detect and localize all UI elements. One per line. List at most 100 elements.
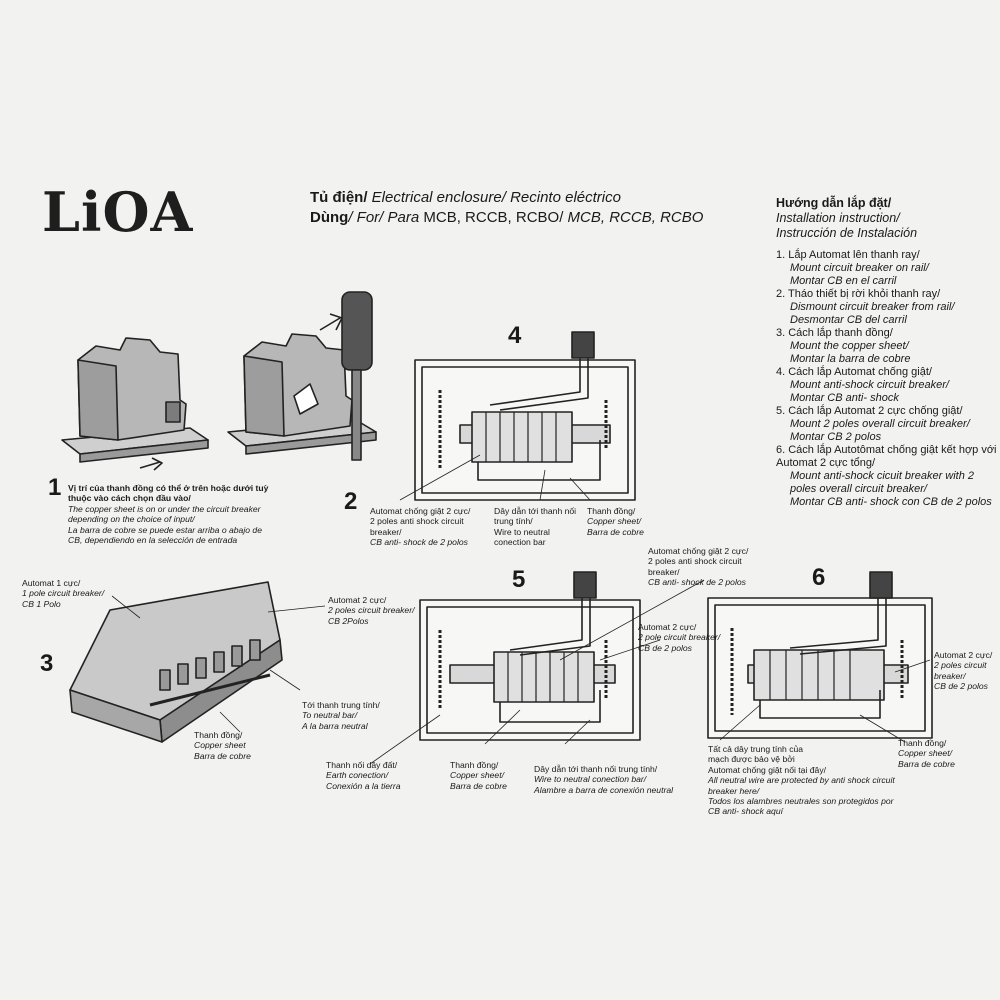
figure-number-6: 6 (812, 564, 826, 591)
label-vi-2: mạch được bảo vệ bởi (708, 754, 795, 765)
label-vi: Dây dẫn tới thanh nối trung tính/ (534, 764, 658, 774)
fig1-caption: Vị trí của thanh đồng có thể ở trên hoặc… (68, 483, 278, 545)
label-es: Barra de cobre (450, 780, 507, 791)
label-en: 2 poles anti shock circuit breaker/ (370, 516, 464, 537)
label-vi: Thanh nối dây đất/ (326, 760, 398, 770)
fig6-neutral-label: Tất cả dây trung tính của mạch được bảo … (708, 744, 898, 817)
fig3-copper-label: Thanh đồng/ Copper sheet Barra de cobre (194, 730, 284, 761)
fig4-wire-label: Dây dẫn tới thanh nối trung tính/ Wire t… (494, 506, 579, 548)
fig3-cb1-label: Automat 1 cực/ 1 pole circuit breaker/ C… (22, 578, 152, 609)
label-en: Earth conection/ (326, 770, 389, 781)
label-es: Alambre a barra de conexión neutral (534, 784, 674, 795)
fig5-enclosure-illustration (419, 571, 641, 741)
fig5-wire-label: Dây dẫn tới thanh nối trung tính/ Wire t… (534, 764, 694, 795)
label-en: 2 poles circuit breaker/ (934, 660, 987, 681)
label-vi: Thanh đồng/ (587, 506, 636, 516)
title-vi: Tủ điện/ (310, 189, 368, 206)
step-en: Mount the copper sheet/ (790, 340, 909, 352)
fig1-caption-en: The copper sheet is on or under the circ… (68, 503, 261, 525)
label-es: CB de 2 polos (638, 642, 692, 653)
label-en: To neutral bar/ (302, 710, 358, 721)
fig5-cb2-label: Automat 2 cực/ 2 pole circuit breaker/ C… (638, 622, 728, 653)
instructions-title-en: Installation instruction/ (776, 211, 900, 225)
label-en: Wire to neutral conection bar/ (534, 774, 647, 785)
subtitle-tail-es: MCB, RCCB, RCBO (563, 209, 704, 226)
label-es: CB 1 Polo (22, 598, 61, 609)
fig1-caption-vi: Vị trí của thanh đồng có thể ở trên hoặc… (68, 483, 269, 504)
figure-number-1: 1 (48, 474, 62, 501)
label-en: Copper sheet (194, 740, 246, 751)
label-es: Barra de cobre (587, 526, 644, 537)
fig5-copper-label: Thanh đồng/ Copper sheet/ Barra de cobre (450, 760, 530, 791)
step-vi: 2. Tháo thiết bị rời khỏi thanh ray/ (776, 288, 941, 300)
list-item: 2. Tháo thiết bị rời khỏi thanh ray/Dism… (776, 288, 998, 327)
instructions-title-vi: Hướng dẫn lắp đặt/ (776, 196, 892, 210)
label-en: 1 pole circuit breaker/ (22, 588, 105, 599)
label-vi: Automat 1 cực/ (22, 578, 81, 588)
label-es: Barra de cobre (898, 758, 955, 769)
label-es: CB anti- shock de 2 polos (648, 577, 746, 588)
label-es: CB 2Polos (328, 615, 369, 626)
title-es: Recinto eléctrico (505, 189, 621, 206)
figure-number-2: 2 (344, 488, 358, 515)
label-vi: Automat chống giật 2 cực/ (648, 546, 749, 556)
figure-number-3: 3 (40, 650, 54, 677)
step-es: Montar CB anti- shock con CB de 2 polos (790, 496, 992, 508)
list-item: 1. Lắp Automat lên thanh ray/Mount circu… (776, 249, 998, 288)
lioa-logo: LiOA (42, 180, 194, 244)
label-es: Barra de cobre (194, 750, 251, 761)
label-vi: Dây dẫn tới thanh nối trung tính/ (494, 506, 577, 527)
label-en: All neutral wire are protected by anti s… (708, 775, 895, 796)
label-en: Copper sheet/ (587, 516, 641, 527)
label-vi-1: Tất cả dây trung tính của (708, 744, 804, 754)
label-es: A la barra neutral (302, 720, 368, 731)
step-en: Mount circuit breaker on rail/ (790, 262, 929, 274)
step-vi: 1. Lắp Automat lên thanh ray/ (776, 249, 920, 261)
step-vi: 3. Cách lắp thanh đồng/ (776, 327, 893, 339)
label-es: CB anti- shock de 2 polos (370, 537, 468, 548)
step-en: Dismount circuit breaker from rail/ (790, 301, 955, 313)
label-en: Copper sheet/ (450, 770, 504, 781)
label-en: 2 poles anti shock circuit breaker/ (648, 556, 742, 577)
fig6-cb2-label: Automat 2 cực/ 2 poles circuit breaker/ … (934, 650, 998, 692)
step-en: Mount anti-shock cicuit breaker with 2 p… (790, 470, 975, 495)
step-es: Montar CB 2 polos (790, 431, 882, 443)
label-vi: Automat 2 cực/ (328, 595, 387, 605)
fig1-caption-es: La barra de cobre se puede estar arriba … (68, 524, 262, 546)
label-vi: Automat 2 cực/ (934, 650, 993, 660)
list-item: 5. Cách lắp Automat 2 cực chống giật/Mou… (776, 405, 998, 444)
label-vi: Thanh đồng/ (898, 738, 947, 748)
fig2-breaker-illustration (227, 291, 377, 461)
figure-number-4: 4 (508, 322, 522, 349)
label-vi: Thanh đồng/ (194, 730, 243, 740)
subtitle-vi: Dùng (310, 209, 349, 226)
list-item: 6. Cách lắp Autotômat chống giật kết hợp… (776, 444, 998, 509)
subtitle-es: Para (383, 209, 420, 226)
fig3-neutral-label: Tới thanh trung tính/ To neutral bar/ A … (302, 700, 412, 731)
label-en: Copper sheet/ (898, 748, 952, 759)
fig4-cb-label: Automat chống giật 2 cực/ 2 poles anti s… (370, 506, 495, 548)
figure-number-5: 5 (512, 566, 526, 593)
fig1-breaker-illustration (61, 337, 209, 471)
fig3-busbar-illustration (69, 581, 283, 743)
label-es: Conexión a la tierra (326, 780, 401, 791)
installation-instructions: Hướng dẫn lắp đặt/ Installation instruct… (776, 196, 998, 509)
fig6-copper-label: Thanh đồng/ Copper sheet/ Barra de cobre (898, 738, 978, 769)
page-title: Tủ điện/ Electrical enclosure/ Recinto e… (310, 188, 703, 228)
label-es: Todos los alambres neutrales son protegi… (708, 796, 894, 817)
label-vi: Tới thanh trung tính/ (302, 700, 380, 710)
step-vi: 5. Cách lắp Automat 2 cực chống giật/ (776, 405, 963, 417)
list-item: 3. Cách lắp thanh đồng/Mount the copper … (776, 327, 998, 366)
label-vi: Thanh đồng/ (450, 760, 499, 770)
step-en: Mount 2 poles overall circuit breaker/ (790, 418, 970, 430)
step-es: Montar la barra de cobre (790, 353, 911, 365)
label-vi: Automat chống giật 2 cực/ (370, 506, 471, 516)
list-item: 4. Cách lắp Automat chống giật/Mount ant… (776, 366, 998, 405)
fig4-copper-label: Thanh đồng/ Copper sheet/ Barra de cobre (587, 506, 667, 537)
subtitle-en: / For/ (348, 209, 384, 226)
title-en: Electrical enclosure/ (367, 189, 506, 206)
fig5-earth-label: Thanh nối dây đất/ Earth conection/ Cone… (326, 760, 426, 791)
fig4-enclosure-illustration (414, 331, 636, 501)
instructions-list: 1. Lắp Automat lên thanh ray/Mount circu… (776, 249, 998, 509)
